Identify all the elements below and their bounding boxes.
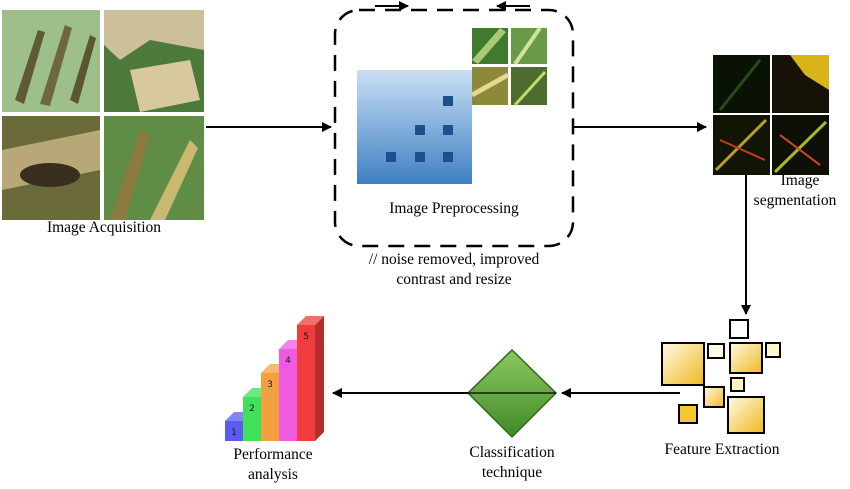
preprocessing-label: Image Preprocessing (389, 200, 519, 217)
bar-steps-icon: 1 2 3 4 5 (225, 316, 324, 441)
feature-label: Feature Extraction (664, 441, 780, 458)
acquisition-photo-grid-icon (2, 10, 204, 220)
feature-squares-icon (661, 319, 781, 434)
performance-label-line1: Performance (233, 446, 313, 463)
performance-bar-label: 1 (231, 428, 237, 438)
segmentation-label-line2: segmentation (753, 192, 837, 209)
preprocessing-note-line2: contrast and resize (396, 271, 512, 288)
performance-label-line2: analysis (248, 466, 298, 483)
image-file-icon (357, 70, 472, 184)
preprocessing-note-line1: // noise removed, improved (368, 251, 540, 268)
performance-bar-label: 3 (267, 380, 273, 390)
classification-label-line2: technique (481, 464, 543, 481)
segmented-image-grid-icon (713, 55, 829, 175)
performance-bar-label: 5 (303, 332, 309, 342)
classification-label-line1: Classification (469, 444, 555, 461)
performance-bar-5: 5 (297, 316, 324, 441)
acquisition-label: Image Acquisition (46, 219, 162, 236)
performance-bar-label: 2 (249, 404, 255, 414)
preprocessed-thumbnails-icon (470, 26, 547, 107)
diamond-icon (466, 348, 558, 439)
performance-bar-label: 4 (285, 356, 291, 366)
segmentation-label-line1: Image (780, 172, 820, 189)
